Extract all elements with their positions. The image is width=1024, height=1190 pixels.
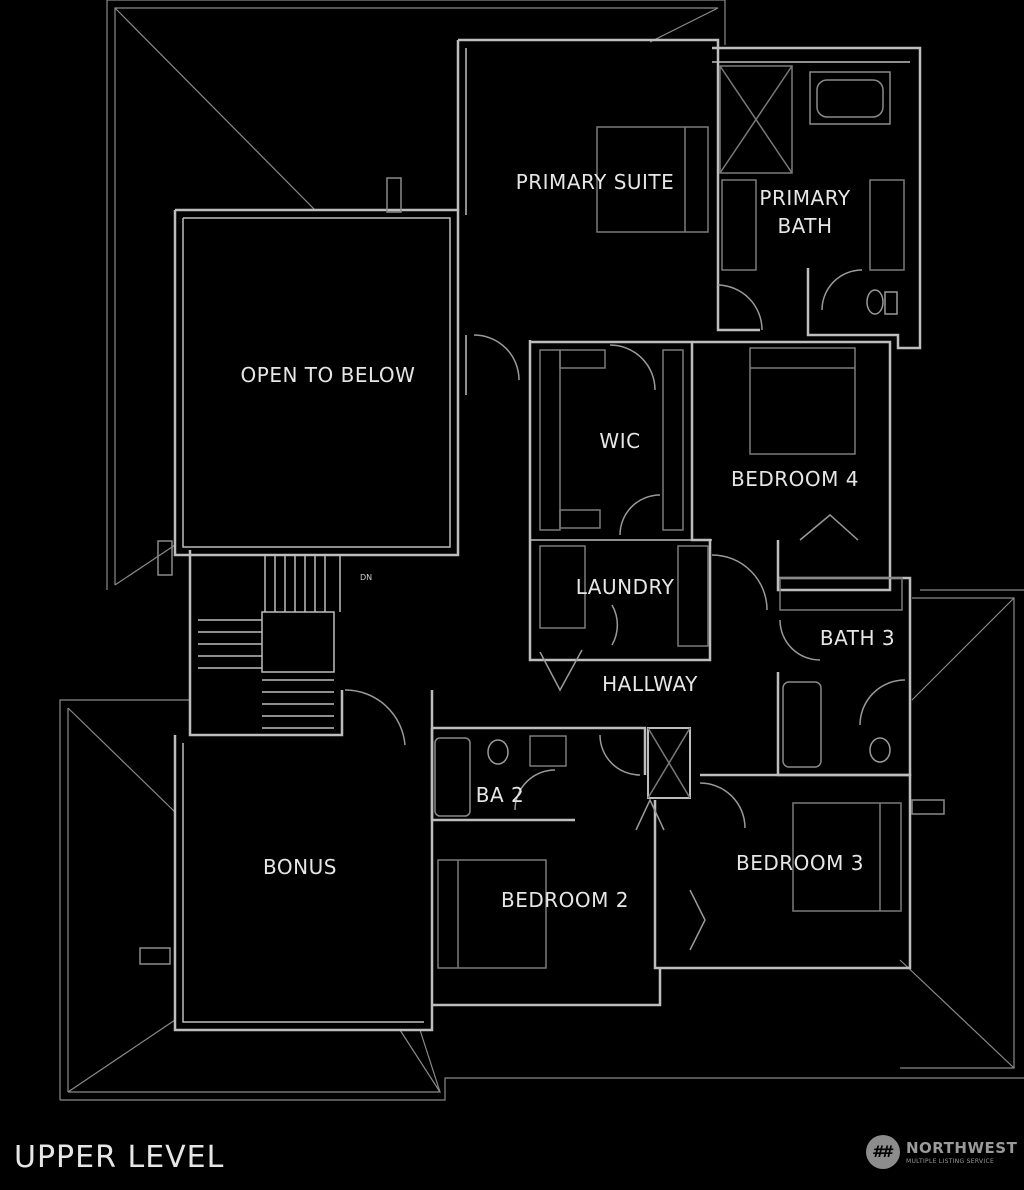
room-label-laundry: LAUNDRY: [575, 575, 675, 599]
bedroom-3-walls: [699, 773, 945, 970]
room-label-wic: WIC: [599, 429, 641, 453]
brand-watermark: ## NORTHWEST MULTIPLE LISTING SERVICE: [866, 1133, 1018, 1173]
room-label-primary-bath: PRIMARY BATH: [759, 186, 851, 238]
primary-bath-walls: [712, 46, 922, 350]
room-label-hallway: HALLWAY: [602, 672, 698, 696]
primary-suite-walls: [456, 38, 760, 332]
hall-closets: [635, 727, 706, 970]
brand-logo-mark: ##: [872, 1142, 892, 1161]
bath-3-walls: [776, 576, 912, 777]
brand-name: NORTHWEST: [906, 1139, 1018, 1157]
brand-subtitle: MULTIPLE LISTING SERVICE: [906, 1158, 995, 1165]
laundry-walls: [530, 539, 712, 692]
wic-walls: [528, 340, 712, 662]
room-label-primary-suite: PRIMARY SUITE: [515, 170, 675, 194]
bonus-walls: [139, 689, 434, 1032]
room-label-bedroom-4: BEDROOM 4: [731, 467, 859, 491]
room-label-bath-3: BATH 3: [819, 626, 896, 650]
bedroom-2-walls: [432, 859, 662, 1007]
primary-entry-door: [465, 334, 520, 395]
bedroom-4-walls: [692, 340, 892, 611]
roof-outlines: [59, 0, 1024, 1101]
room-label-ba-2: BA 2: [475, 783, 525, 807]
room-label-bonus: BONUS: [263, 855, 337, 879]
room-label-open-to-below: OPEN TO BELOW: [240, 363, 416, 387]
ba2-walls: [430, 726, 647, 822]
brand-logo-icon: ##: [866, 1135, 900, 1169]
room-label-bedroom-2: BEDROOM 2: [501, 888, 629, 912]
stairs: [157, 540, 344, 737]
room-label-bedroom-3: BEDROOM 3: [736, 851, 864, 875]
open-to-below-walls: [173, 177, 460, 557]
level-title: UPPER LEVEL: [14, 1140, 225, 1175]
stair-down-marker: DN: [360, 573, 373, 582]
